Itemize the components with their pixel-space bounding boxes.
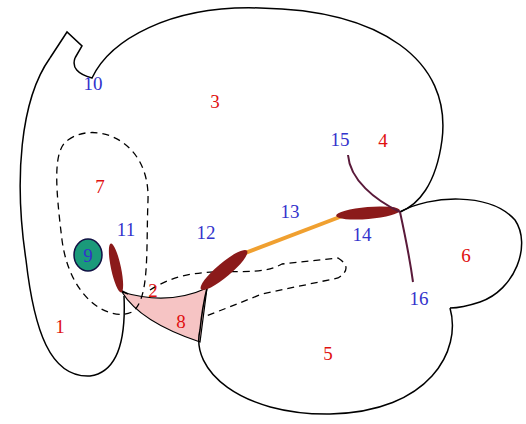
callout-number: 3	[210, 92, 220, 111]
right-lobe-outline	[400, 199, 522, 308]
callout-number: 4	[378, 131, 388, 150]
lower-lobe-outline	[199, 288, 453, 414]
callout-number: 12	[197, 223, 216, 242]
callout-number: 1	[55, 317, 65, 336]
callout-number: 15	[331, 130, 350, 149]
pink-region	[122, 288, 207, 342]
orange-band	[232, 215, 345, 258]
callout-number: 8	[176, 312, 186, 331]
callout-number: 11	[117, 220, 135, 239]
callout-number: 7	[95, 177, 105, 196]
callout-number: 10	[84, 74, 103, 93]
callout-number: 16	[410, 289, 429, 308]
vessel-line	[400, 212, 413, 282]
vessel-line	[348, 155, 400, 212]
callout-number: 2	[148, 281, 158, 300]
dashed-duct	[150, 258, 346, 316]
callout-number: 6	[461, 246, 471, 265]
dashed-oval	[57, 133, 148, 315]
left-lobe-outline	[20, 58, 124, 376]
tube-outline	[50, 32, 82, 58]
callout-number: 14	[353, 225, 372, 244]
dark-red-structure	[197, 245, 252, 294]
upper-lobe-outline	[74, 8, 443, 212]
callout-number: 5	[323, 344, 333, 363]
green-nodule	[74, 239, 102, 271]
dark-red-structure	[106, 243, 126, 294]
callout-number: 9	[83, 246, 93, 265]
callout-number: 13	[281, 202, 300, 221]
